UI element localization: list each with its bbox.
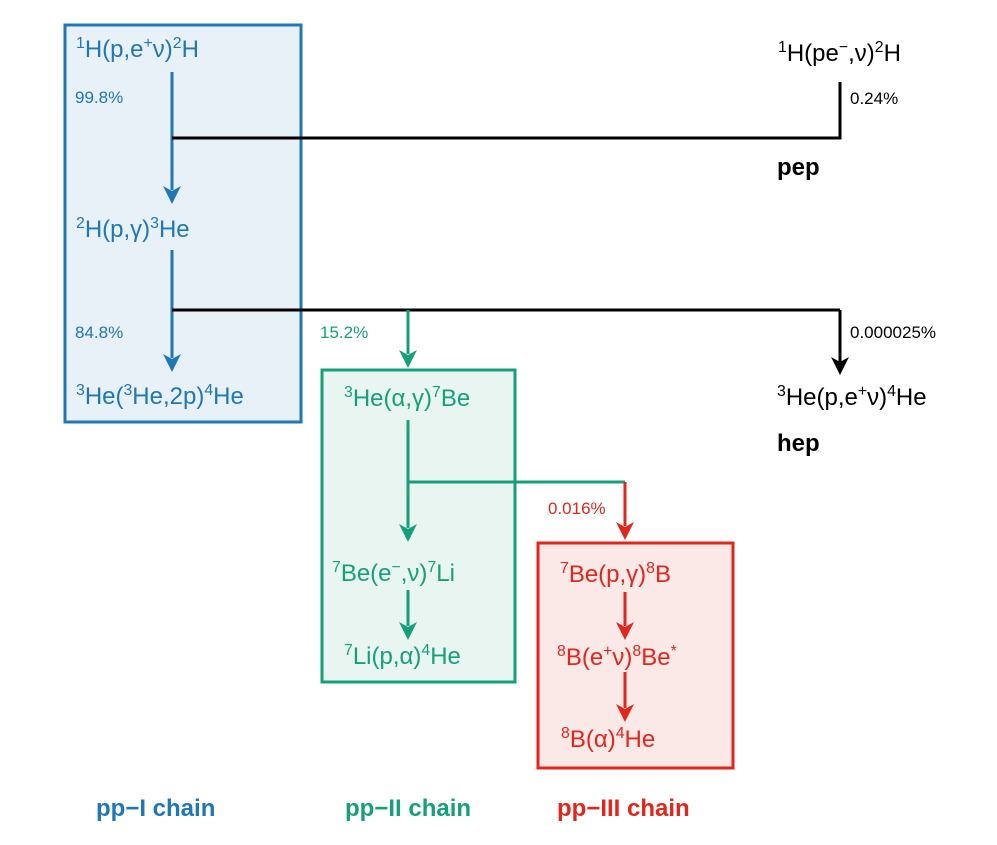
pp-iii-arrow-1 [616,592,634,640]
pp-ii-reaction-2: 7Be(e−,ν)7Li [332,558,455,587]
pp-iii-box [536,541,735,770]
pp-ii-arrow-in [399,310,417,368]
pp-i-chain-label: pp−I chain [96,795,216,822]
pp-iii-percent: 0.016% [548,499,606,518]
pp-iii-chain-label: pp−III chain [557,795,690,822]
pp-iii-reaction-3: 8B(α)4He [561,724,656,753]
pp-i-box [63,23,303,424]
pep-label: pep [777,154,820,181]
pp-i-reaction-1: 1H(p,e+ν)2H [76,34,199,63]
pp-i-arrow-2 [163,250,181,372]
hep-percent: 0.000025% [850,323,937,342]
pp-ii-box [320,368,517,684]
pp-ii-percent: 15.2% [320,323,369,342]
pp-ii-arrow-1 [399,420,417,542]
pp-ii-reaction-3: 7Li(p,α)4He [344,641,461,670]
pp-ii-chain-label: pp−II chain [345,795,472,822]
hep-branch-line [172,308,849,375]
pep-reaction: 1H(pe−,ν)2H [778,38,901,67]
pp-iii-reaction-1: 7Be(p,γ)8B [560,559,671,588]
pp-i-arrow-1 [163,72,181,204]
pp-i-reaction-2: 2H(p,γ)3He [76,214,190,243]
pep-branch-line [172,82,842,140]
pp-i-percent-2: 84.8% [75,323,124,342]
pp-iii-arrow-2 [616,672,634,722]
pep-percent: 0.24% [850,89,899,108]
pp-iii-branch-line [408,480,634,540]
pp-ii-arrow-2 [399,590,417,640]
pp-iii-reaction-2: 8B(e+ν)8Be* [557,642,677,671]
pp-i-reaction-3: 3He(3He,2p)4He [76,381,244,410]
hep-label: hep [777,430,820,457]
hep-reaction: 3He(p,e+ν)4He [777,382,927,411]
pp-i-percent-1: 99.8% [75,88,124,107]
pp-ii-reaction-1: 3He(α,γ)7Be [344,383,471,412]
